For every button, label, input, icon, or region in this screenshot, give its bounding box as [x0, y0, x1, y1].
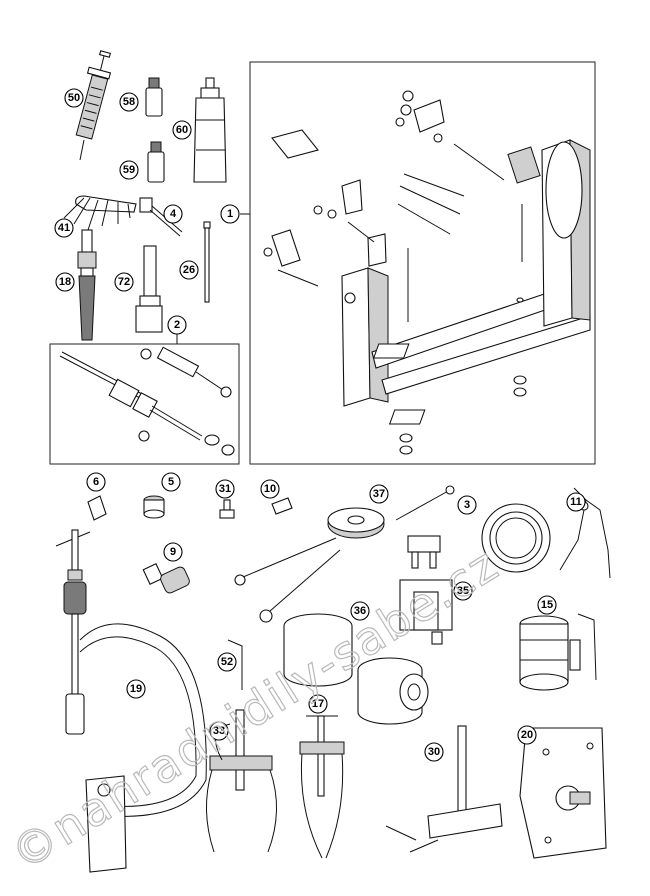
svg-text:30: 30 [428, 746, 440, 758]
flywheel-holder-icon [234, 485, 455, 623]
callout-50: 50 [64, 88, 84, 108]
t-tool-icon [139, 197, 183, 237]
callout-18: 18 [55, 272, 75, 292]
svg-text:50: 50 [68, 92, 80, 104]
svg-text:31: 31 [219, 483, 231, 495]
svg-text:52: 52 [221, 656, 233, 668]
screw-10-icon [271, 497, 293, 515]
callout-2: 2 [167, 315, 187, 335]
callout-26: 26 [179, 260, 199, 280]
svg-text:41: 41 [58, 222, 70, 234]
callout-17: 17 [308, 694, 328, 714]
svg-text:6: 6 [93, 476, 99, 488]
callout-20: 20 [517, 725, 537, 745]
callout-10: 10 [260, 479, 280, 499]
svg-text:4: 4 [170, 208, 177, 220]
svg-text:60: 60 [176, 124, 188, 136]
callout-52: 52 [217, 652, 237, 672]
callout-3: 3 [457, 495, 477, 515]
tool-2-frame [49, 343, 240, 465]
callout-72: 72 [114, 272, 134, 292]
syringe-icon [75, 50, 112, 161]
callout-19: 19 [126, 679, 146, 699]
tool-6-icon [87, 495, 107, 521]
callout-37: 37 [369, 484, 389, 504]
pin-26-icon [203, 221, 211, 303]
screw-31-icon [219, 499, 235, 519]
callout-35: 35 [453, 581, 473, 601]
tool-2-assembly-icon [59, 346, 235, 456]
svg-text:36: 36 [354, 605, 366, 617]
sealant-tube-small-2-icon [147, 141, 165, 183]
callout-33: 33 [209, 721, 229, 741]
callout-30: 30 [424, 742, 444, 762]
svg-text:19: 19 [130, 683, 142, 695]
svg-text:15: 15 [541, 599, 553, 611]
callout-60: 60 [172, 120, 192, 140]
tool-30-icon [385, 725, 503, 853]
valve-spring-compressor-icon [55, 529, 207, 873]
callout-41: 41 [54, 218, 74, 238]
svg-text:37: 37 [373, 488, 385, 500]
svg-text:59: 59 [123, 164, 135, 176]
callout-4: 4 [163, 204, 183, 224]
svg-text:26: 26 [183, 264, 195, 276]
svg-text:11: 11 [570, 496, 582, 508]
callout-6: 6 [86, 472, 106, 492]
callout-31: 31 [215, 479, 235, 499]
svg-text:9: 9 [170, 546, 176, 558]
callout-5: 5 [161, 472, 181, 492]
svg-text:1: 1 [227, 208, 233, 220]
sleeve-36-icon [283, 613, 429, 725]
tool-5-icon [143, 495, 165, 519]
svg-text:10: 10 [264, 483, 276, 495]
svg-text:72: 72 [118, 276, 130, 288]
callout-11: 11 [566, 492, 586, 512]
callout-1: 1 [220, 204, 240, 224]
svg-text:17: 17 [312, 698, 324, 710]
callout-59: 59 [119, 160, 139, 180]
engine-stand-icon [263, 90, 591, 455]
svg-text:2: 2 [174, 319, 180, 331]
callout-58: 58 [119, 92, 139, 112]
svg-text:18: 18 [59, 276, 71, 288]
engine-stand-frame [249, 61, 596, 465]
tool-35-icon [399, 535, 453, 645]
svg-text:3: 3 [464, 499, 470, 511]
hex-key-52-icon [227, 639, 243, 690]
svg-text:58: 58 [123, 96, 135, 108]
callout-15: 15 [537, 595, 557, 615]
piston-ring-compressor-icon [519, 613, 597, 691]
hex-key-set-icon [63, 195, 137, 231]
callout-36: 36 [350, 601, 370, 621]
adapter-9-icon [142, 563, 190, 594]
grease-tube-icon [193, 77, 227, 183]
callout-9: 9 [163, 542, 183, 562]
plate-20-icon [519, 727, 607, 859]
svg-text:5: 5 [168, 476, 174, 488]
slide-hammer-icon [77, 229, 97, 341]
svg-text:20: 20 [521, 729, 533, 741]
socket-tool-72-icon [135, 245, 163, 333]
svg-text:33: 33 [213, 725, 225, 737]
sealant-tube-small-icon [145, 77, 163, 117]
svg-text:35: 35 [457, 585, 469, 597]
puller-17-icon [299, 715, 345, 859]
clutch-disc-icon [481, 503, 551, 573]
